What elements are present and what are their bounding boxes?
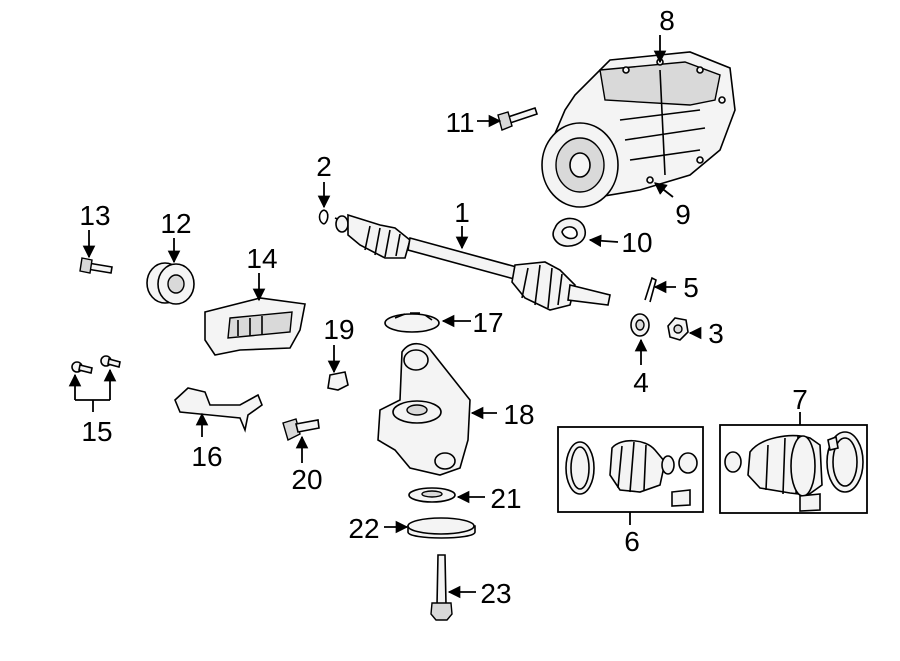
callout-23: 23 bbox=[480, 578, 511, 609]
callout-11: 11 bbox=[445, 107, 474, 138]
seal-ring bbox=[552, 217, 586, 247]
washer-21 bbox=[408, 487, 456, 503]
mount-18 bbox=[377, 342, 471, 476]
callout-14: 14 bbox=[246, 243, 277, 274]
isolator-17 bbox=[384, 312, 440, 333]
callout-19: 19 bbox=[323, 314, 354, 345]
callout-13: 13 bbox=[79, 200, 110, 231]
differential-assembly bbox=[541, 51, 736, 208]
plate-22 bbox=[407, 517, 476, 539]
washer-4 bbox=[630, 313, 650, 337]
fasteners-15 bbox=[71, 355, 121, 374]
callout-6: 6 bbox=[624, 526, 640, 557]
callout-17: 17 bbox=[472, 307, 503, 338]
callout-15: 15 bbox=[81, 416, 112, 447]
callout-18: 18 bbox=[503, 399, 534, 430]
callout-9: 9 bbox=[675, 199, 691, 230]
long-bolt-23 bbox=[430, 554, 453, 621]
bracket-14 bbox=[204, 297, 306, 356]
callout-21: 21 bbox=[490, 483, 521, 514]
callout-4: 4 bbox=[633, 367, 649, 398]
callout-labels: 1 2 3 4 5 6 7 8 9 10 11 12 13 14 15 16 1… bbox=[79, 5, 807, 609]
callout-8: 8 bbox=[659, 5, 675, 36]
snap-ring bbox=[318, 209, 329, 225]
bolt-13 bbox=[79, 257, 113, 274]
bolt-11 bbox=[497, 106, 539, 131]
callout-5: 5 bbox=[683, 272, 699, 303]
leader-lines bbox=[68, 35, 801, 599]
callout-3: 3 bbox=[708, 318, 724, 349]
callout-12: 12 bbox=[160, 208, 191, 239]
callout-16: 16 bbox=[191, 441, 222, 472]
callout-1: 1 bbox=[454, 197, 470, 228]
callout-7: 7 bbox=[792, 384, 808, 415]
callout-10: 10 bbox=[621, 227, 652, 258]
clip-19 bbox=[327, 371, 349, 391]
bushing-12 bbox=[146, 262, 195, 305]
bracket-16 bbox=[174, 387, 263, 433]
boot-kit-7 bbox=[719, 424, 868, 514]
half-shaft bbox=[334, 213, 611, 311]
cotter-pin bbox=[644, 276, 657, 303]
callout-20: 20 bbox=[291, 464, 322, 495]
bolt-20 bbox=[282, 418, 320, 442]
boot-kit-6 bbox=[557, 426, 704, 513]
nut-3 bbox=[667, 317, 689, 341]
callout-22: 22 bbox=[348, 513, 379, 544]
callout-2: 2 bbox=[316, 151, 332, 182]
